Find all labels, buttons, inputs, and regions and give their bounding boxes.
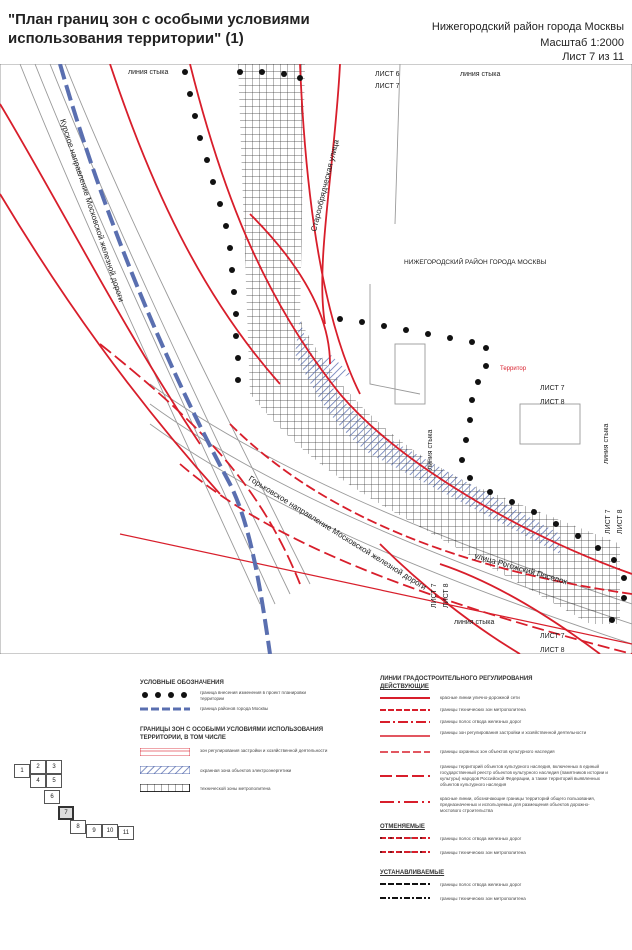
- district-boundary: [58, 64, 272, 654]
- label-junction-right: линия стыка: [603, 424, 610, 464]
- red-lines: [0, 64, 632, 654]
- label-junction-bottom: линия стыка: [454, 619, 494, 626]
- keymap-cell[interactable]: 11: [118, 826, 134, 840]
- label-sheet7-bottom: ЛИСТ 7: [540, 633, 565, 640]
- legend-metro-tech: границы технических зон метрополитена: [440, 707, 526, 712]
- legend-right-symbols: [380, 697, 430, 803]
- keymap-cell[interactable]: 10: [102, 824, 118, 838]
- legend-c-metro: границы технических зон метрополитена: [440, 850, 526, 855]
- legend-heritage-territory: границы территорий объектов культурного …: [440, 764, 608, 787]
- legend-dots-symbol: [142, 692, 187, 698]
- label-sheet8-vert-right: ЛИСТ 8: [617, 509, 624, 534]
- label-sheet7-right: ЛИСТ 7: [540, 385, 565, 392]
- label-sheet7-vert-bottom: ЛИСТ 7: [431, 583, 438, 608]
- legend-district-label: граница районов города Москвы: [200, 706, 269, 711]
- legend-metro-symbol: [140, 784, 190, 792]
- legend-red-lines: красные линии улично-дорожной сети: [440, 695, 520, 700]
- legend-rail-strip: границы полос отвода железных дорог: [440, 719, 522, 724]
- legend-established-symbols: [380, 883, 430, 899]
- label-sheet7-vert-right: ЛИСТ 7: [605, 509, 612, 534]
- map-scale: Масштаб 1:2000: [540, 37, 624, 49]
- legend-protect-heritage: границы охранных зон объектов культурног…: [440, 749, 555, 754]
- legend-regulation-symbol: [140, 748, 190, 756]
- legend-c-rail: границы полос отвода железных дорог: [440, 836, 522, 841]
- keymap-cell[interactable]: 4: [30, 774, 46, 788]
- sheet-number: Лист 7 из 11: [562, 51, 624, 63]
- legend-district-symbol: [140, 707, 190, 711]
- metro-tech-zone: [238, 64, 620, 624]
- legend-zone-regulation: границы зон регулирования застройки и хо…: [440, 730, 587, 735]
- label-junction-top: линия стыка: [128, 69, 168, 76]
- legend-cancelled-symbols: [380, 837, 430, 853]
- legend-dots-label: граница внесения изменения в проект план…: [200, 690, 306, 701]
- keymap-cell[interactable]: 6: [44, 790, 60, 804]
- legend-red-boundary: красные линии, обозначающие границы терр…: [440, 796, 595, 813]
- map-canvas[interactable]: линия стыка ЛИСТ 6 ЛИСТ 7 линия стыка Ку…: [0, 64, 632, 654]
- legend-title: УСЛОВНЫЕ ОБОЗНАЧЕНИЯ: [140, 680, 224, 686]
- legend-e-metro: границы технических зон метрополитена: [440, 896, 526, 901]
- page-title: "План границ зон с особыми условиями исп…: [8, 11, 310, 47]
- district-name: Нижегородский район города Москвы: [431, 21, 624, 33]
- label-territory: Территор: [500, 366, 527, 372]
- keymap-cell[interactable]: 9: [86, 824, 102, 838]
- legend-right-title: ЛИНИИ ГРАДОСТРОИТЕЛЬНОГО РЕГУЛИРОВАНИЯ: [380, 676, 533, 682]
- keymap-cell[interactable]: 5: [46, 774, 62, 788]
- keymap-cell[interactable]: 1: [14, 764, 30, 778]
- keymap-cell[interactable]: 2: [30, 760, 46, 774]
- legend-cancelled: ОТМЕНЯЕМЫЕ: [380, 824, 425, 830]
- label-sheet8-bottom: ЛИСТ 8: [540, 647, 565, 654]
- label-sheet6: ЛИСТ 6: [375, 71, 400, 78]
- legend-metro-label: технической зоны метрополитена: [200, 786, 271, 791]
- legend-power-symbol: [140, 766, 190, 774]
- label-district: НИЖЕГОРОДСКИЙ РАЙОН ГОРОДА МОСКВЫ: [404, 257, 547, 266]
- label-sheet8-vert-bottom: ЛИСТ 8: [443, 583, 450, 608]
- label-sheet8-right: ЛИСТ 8: [540, 399, 565, 406]
- legend-existing: ДЕЙСТВУЮЩИЕ: [380, 684, 429, 690]
- legend-established: УСТАНАВЛИВАЕМЫЕ: [380, 870, 445, 876]
- keymap-cell[interactable]: 8: [70, 820, 86, 834]
- label-junction-mid: линия стыка: [427, 430, 434, 470]
- legend-e-rail: границы полос отвода железных дорог: [440, 882, 522, 887]
- label-sheet7-top: ЛИСТ 7: [375, 83, 400, 90]
- change-boundary: [182, 69, 627, 623]
- legend-zones-title: ГРАНИЦЫ ЗОН С ОСОБЫМИ УСЛОВИЯМИ ИСПОЛЬЗО…: [140, 727, 324, 741]
- legend: УСЛОВНЫЕ ОБОЗНАЧЕНИЯ граница внесения из…: [0, 660, 632, 950]
- label-junction-top-right: линия стыка: [460, 71, 500, 78]
- legend-power-label: охранная зона объектов электроэнергетики: [200, 768, 292, 773]
- legend-regulation-label: зон регулирования застройки и хозяйствен…: [200, 748, 328, 753]
- keymap-cell[interactable]: 3: [46, 760, 62, 774]
- railway-tracks: [19, 64, 632, 645]
- power-protection-zone: [295, 319, 560, 554]
- keymap-cell-current[interactable]: 7: [58, 806, 74, 820]
